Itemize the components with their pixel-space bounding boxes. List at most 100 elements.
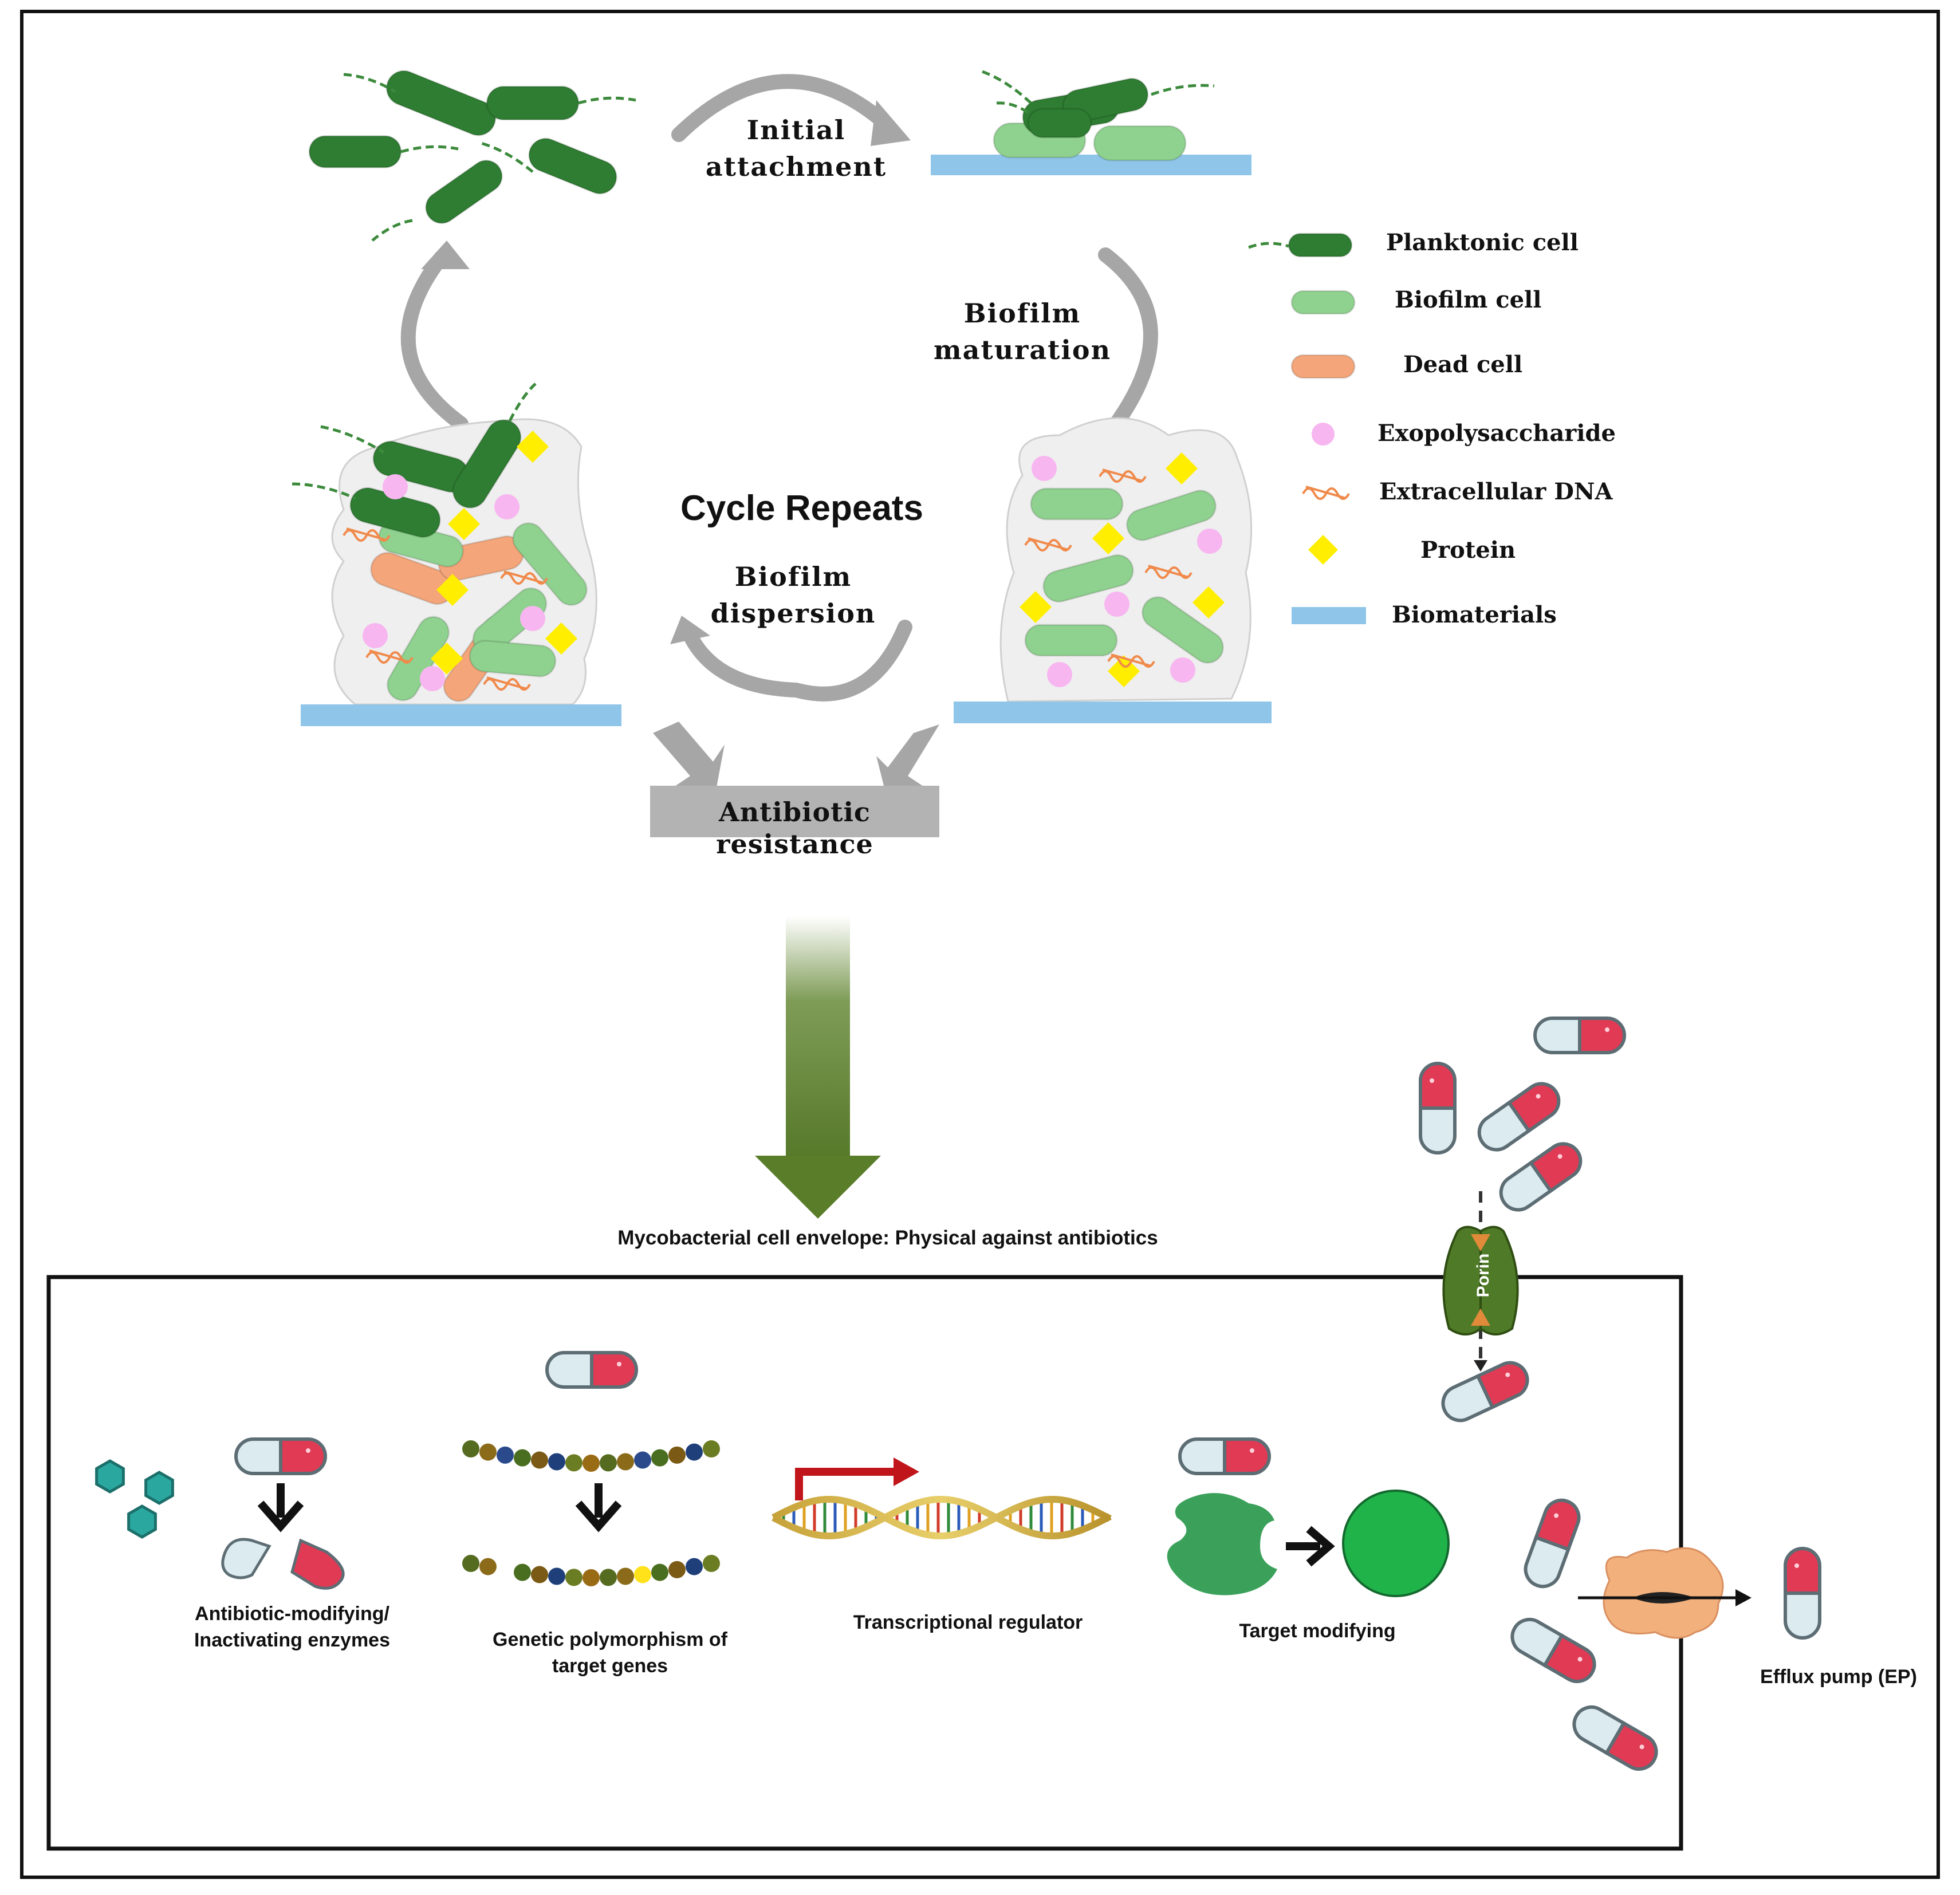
protein-diamond	[517, 431, 549, 463]
mature-biofilm-content	[1020, 452, 1225, 687]
flagellum	[371, 219, 413, 242]
capsule-light-half	[545, 1351, 593, 1389]
gene-bead	[565, 1454, 583, 1472]
right-arrow-target	[1286, 1526, 1335, 1567]
edna-strand	[1144, 565, 1192, 579]
eps-dot	[1197, 529, 1222, 554]
planktonic-rod	[528, 137, 617, 195]
capsule-red-half	[590, 1351, 638, 1389]
capsule-red-half	[279, 1437, 327, 1475]
antibiotic-capsule	[1524, 1498, 1581, 1589]
efflux-pump	[1578, 1547, 1752, 1639]
gene-bead	[703, 1555, 720, 1572]
edna-strand	[1107, 653, 1155, 668]
label-envelope-title: Mycobacterial cell envelope: Physical ag…	[617, 1227, 1158, 1249]
label-polymorphism-line2: target genes	[552, 1655, 668, 1677]
capsule-speck	[1536, 1094, 1541, 1099]
capsule-red-half	[1533, 1498, 1581, 1552]
capsule-speck	[1554, 1513, 1559, 1518]
hexagon-molecule	[127, 1504, 157, 1539]
gene-bead	[703, 1440, 720, 1457]
dna-helix	[772, 1495, 1112, 1540]
green-arrow-shaft	[786, 916, 850, 1157]
gene-bead	[583, 1569, 600, 1586]
flagellum	[292, 482, 356, 500]
green-arrow-head	[755, 1156, 881, 1219]
hexagon-molecule	[95, 1459, 125, 1494]
capsule-red-half	[1578, 1017, 1626, 1054]
gene-bead	[634, 1566, 651, 1583]
flagellum	[996, 101, 1032, 116]
capsule-speck	[1794, 1563, 1799, 1568]
gene-bead	[548, 1567, 565, 1585]
gene-bead	[668, 1561, 686, 1578]
gene-bead	[600, 1569, 617, 1586]
planktonic-cells-group	[308, 70, 636, 242]
edna-strand	[483, 676, 531, 691]
protein-diamond	[1092, 522, 1124, 554]
label-antibiotic-resistance: Antibiotic resistance	[716, 797, 873, 860]
eps-dot	[363, 623, 388, 648]
capsule-light-half	[234, 1437, 282, 1475]
label-polymorphism: Genetic polymorphism of target genes	[461, 1626, 759, 1679]
eps-dot	[1032, 456, 1057, 481]
eps-dot	[1170, 657, 1195, 683]
edna-strand	[500, 570, 548, 585]
capsule-red-half	[1604, 1720, 1658, 1771]
antibiotic-capsule	[1441, 1361, 1529, 1423]
extracellular-dna-icon	[1302, 486, 1350, 500]
eps-dot	[520, 606, 545, 631]
label-biofilm-maturation-line1: Biofilm	[963, 298, 1081, 329]
biofilm-rod	[1030, 487, 1124, 521]
gene-bead	[514, 1563, 531, 1581]
capsule-red-half	[1419, 1062, 1457, 1110]
attachment-cells	[982, 70, 1215, 161]
antibiotic-capsule	[1477, 1082, 1561, 1152]
flagellum	[982, 70, 1032, 104]
protein-icon	[1308, 535, 1338, 565]
flagellum	[1151, 84, 1215, 96]
gene-bead	[531, 1566, 548, 1583]
down-arrow-enzymes	[257, 1483, 304, 1532]
arrow-left-to-resistance	[653, 722, 725, 790]
antibiotic-capsules	[234, 1017, 1821, 1771]
label-transcriptional-regulator: Transcriptional regulator	[853, 1612, 1083, 1633]
gene-bead	[479, 1443, 497, 1461]
gene-bead	[651, 1563, 668, 1581]
helix-strand-a	[772, 1495, 1112, 1540]
arrow-maturation	[1098, 247, 1158, 434]
biofilm-rod	[1142, 596, 1224, 664]
label-initial-attachment: Initial attachment	[676, 112, 916, 185]
antibiotic-capsule	[1419, 1062, 1457, 1155]
label-biofilm-dispersion-line2: dispersion	[710, 598, 876, 629]
biomaterial-surface-mature	[954, 702, 1272, 723]
label-biofilm-maturation-line2: maturation	[933, 334, 1112, 365]
flagellum	[343, 73, 396, 93]
capsule-red-half	[1528, 1142, 1583, 1193]
planktonic-rod	[486, 85, 580, 121]
capsule-speck	[306, 1448, 310, 1453]
label-biofilm-dispersion-line1: Biofilm	[734, 561, 852, 592]
label-enzymes: Antibiotic-modifying/ Inactivating enzym…	[143, 1601, 441, 1653]
capsule-light-half	[1419, 1106, 1457, 1155]
capsule-speck	[1250, 1448, 1254, 1453]
antibiotic-capsule	[1510, 1618, 1596, 1683]
label-enzymes-line2: Inactivating enzymes	[194, 1629, 390, 1651]
label-cycle-repeats: Cycle Repeats	[680, 488, 923, 528]
label-initial-attachment-line1: Initial	[746, 115, 846, 145]
protein-diamond	[1166, 452, 1198, 484]
flagellum	[578, 96, 636, 105]
outer-frame	[20, 10, 1940, 1879]
capsule-speck	[1639, 1744, 1644, 1750]
biomaterials-icon	[1292, 607, 1366, 624]
capsule-speck	[1605, 1027, 1609, 1032]
antibiotic-capsule	[1178, 1437, 1271, 1475]
planktonic-cell-icon	[1288, 233, 1353, 258]
planktonic-rod	[452, 419, 522, 509]
gene-bead	[600, 1454, 617, 1472]
protein-diamond	[1192, 586, 1225, 618]
eps-dot	[1047, 662, 1072, 687]
arrow-return	[400, 250, 469, 431]
label-polymorphism-line1: Genetic polymorphism of	[493, 1629, 727, 1650]
